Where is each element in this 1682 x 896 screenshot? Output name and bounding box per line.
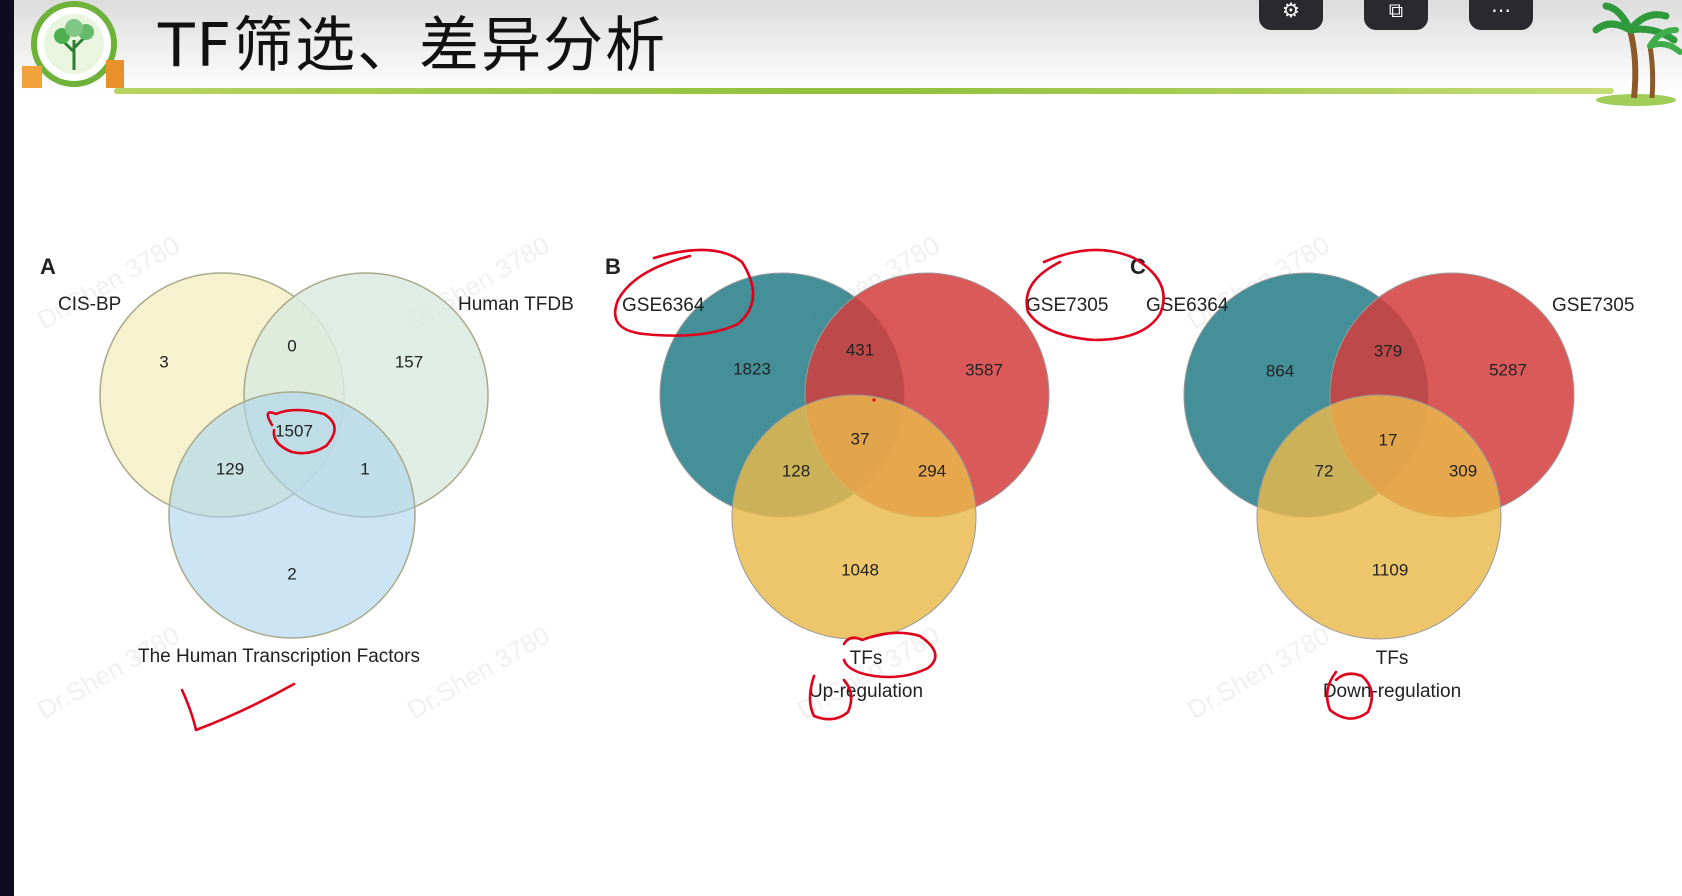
annotation-circle-tfs [842,631,937,679]
count-only3: 2 [287,564,296,583]
watermark: Dr.Shen 3780 [402,620,555,725]
more-icon[interactable]: ⋯ [1469,0,1533,30]
count-only2: 5287 [1489,360,1527,379]
count-s12: 431 [846,340,874,359]
set-label: TFs [1376,648,1409,669]
count-only1: 3 [159,352,168,371]
count-s13: 128 [782,461,810,480]
count-s13: 72 [1315,461,1334,480]
header-underline [114,88,1614,94]
count-only1: 864 [1266,361,1294,380]
set-label: GSE6364 [622,295,705,316]
annotation-circle-1507 [266,408,336,455]
count-only2: 157 [395,352,423,371]
count-s13: 129 [216,459,244,478]
slide-title: TF筛选、差异分析 [158,11,668,81]
annotation-check [180,682,296,732]
count-all: 1507 [275,421,313,440]
set-label: Human TFDB [458,294,574,315]
set-label: CIS-BP [58,294,121,315]
venn-panel-a: A CIS-BP Human TFDB The Human Transcript… [40,254,574,667]
settings-icon[interactable]: ⚙ [1259,0,1323,30]
panel-letter: B [605,254,621,279]
set-label: The Human Transcription Factors [138,646,420,667]
annotation-circle-up [808,674,853,721]
annotation-circle-down [1325,670,1374,720]
watermark: Dr.Shen 3780 [1182,620,1335,725]
venn-panel-c: C GSE6364 GSE7305 TFs Down-regulation 86… [1130,254,1634,702]
count-only3: 1048 [841,560,879,579]
venn-c-circle-yellow [1256,394,1502,640]
panel-letter: A [40,254,56,279]
count-only1: 1823 [733,359,771,378]
set-label: GSE7305 [1026,295,1108,316]
count-all: 37 [851,429,870,448]
count-s23: 1 [360,459,369,478]
slide: TF筛选、差异分析 ⚙ ⧉ ⋯ Dr.Shen 3780 Dr.Shen 378… [14,0,1682,896]
logo [22,1,124,88]
count-only3: 1109 [1372,560,1409,579]
annotation-circle-gse7305-b [1025,248,1165,342]
palm-tree-icon [1592,2,1682,106]
count-s12: 0 [287,336,296,355]
panel-subtitle: Down-regulation [1323,681,1461,702]
panel-subtitle: Up-regulation [809,681,923,702]
set-label: TFs [850,648,883,669]
count-all: 17 [1379,430,1398,449]
count-s12: 379 [1374,341,1402,360]
count-s23: 294 [918,461,946,480]
set-label: GSE6364 [1146,295,1229,316]
venn-panel-b: B GSE6364 GSE7305 TFs Up-regulation 1823… [605,254,1108,702]
count-only2: 3587 [965,360,1003,379]
set-label: GSE7305 [1552,295,1634,316]
venn-a-circle-3 [168,391,416,639]
count-s23: 309 [1449,461,1477,480]
watermark: Dr.Shen 3780 [32,620,185,725]
venn-figure: Dr.Shen 3780 Dr.Shen 3780 Dr.Shen 3780 D… [32,230,1634,732]
window-icon[interactable]: ⧉ [1364,0,1428,30]
panel-letter: C [1130,254,1146,279]
annotation-circle-gse6364-b [613,248,755,337]
pen-annotations [180,248,1374,732]
annotation-dot [872,398,876,402]
